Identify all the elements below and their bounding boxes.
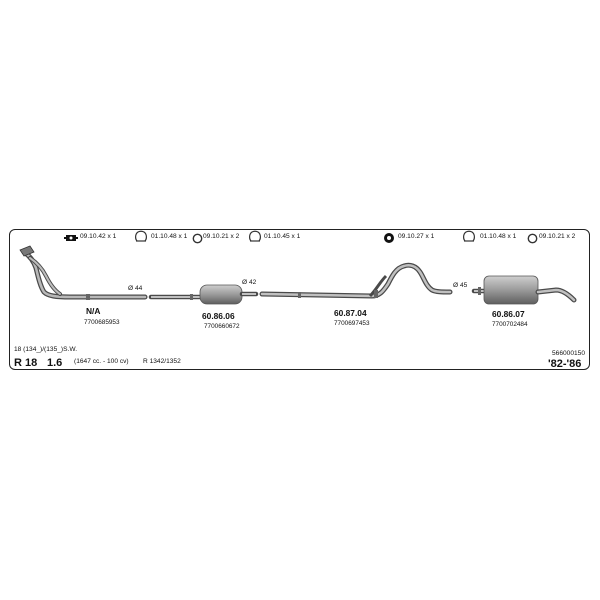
engine-size: 1.6 <box>47 357 63 369</box>
diameter-label: Ø 45 <box>453 282 468 289</box>
hanger-rubber-icon <box>383 231 395 249</box>
set-number: 566000150 <box>552 350 586 357</box>
centre-muffler <box>148 284 259 305</box>
diameter-label: Ø 44 <box>128 285 143 292</box>
ring-icon <box>192 231 203 249</box>
part-label: 60.87.04 <box>334 308 367 318</box>
vehicle-model: R 18 <box>14 357 38 369</box>
front-pipe <box>19 245 148 300</box>
ring-icon <box>527 231 538 249</box>
accessory-code: 09.10.42 x 1 <box>80 233 117 240</box>
accessory-code: 01.10.45 x 1 <box>264 233 301 240</box>
accessory-code: 01.10.48 x 1 <box>151 233 188 240</box>
part-label: N/A <box>86 306 101 316</box>
clamp-icon <box>134 230 148 248</box>
accessory-code: 09.10.21 x 2 <box>203 233 240 240</box>
production-years: '82-'86 <box>548 358 582 370</box>
accessory-code: 01.10.48 x 1 <box>480 233 517 240</box>
part-label: 60.86.07 <box>492 309 525 319</box>
diameter-label: Ø 42 <box>242 279 257 286</box>
part-label: 60.86.06 <box>202 311 235 321</box>
part-oem-number: 7700660672 <box>204 323 240 330</box>
accessory-code: 09.10.27 x 1 <box>398 233 435 240</box>
part-oem-number: 7700697453 <box>334 320 370 327</box>
clamp-icon <box>248 230 262 248</box>
part-oem-number: 7700685953 <box>84 319 120 326</box>
rear-muffler <box>471 275 577 305</box>
engine-codes: R 1342/1352 <box>143 358 181 365</box>
part-oem-number: 7700702484 <box>492 321 528 328</box>
hanger-rubber-icon <box>64 231 78 249</box>
accessory-code: 09.10.21 x 2 <box>539 233 576 240</box>
clamp-icon <box>462 230 476 248</box>
engine-details: (1647 cc. - 100 cv) <box>74 358 129 365</box>
intermediate-pipe <box>259 262 453 299</box>
vehicle-variant: 18 (134_)/(135_)S.W. <box>14 346 78 353</box>
